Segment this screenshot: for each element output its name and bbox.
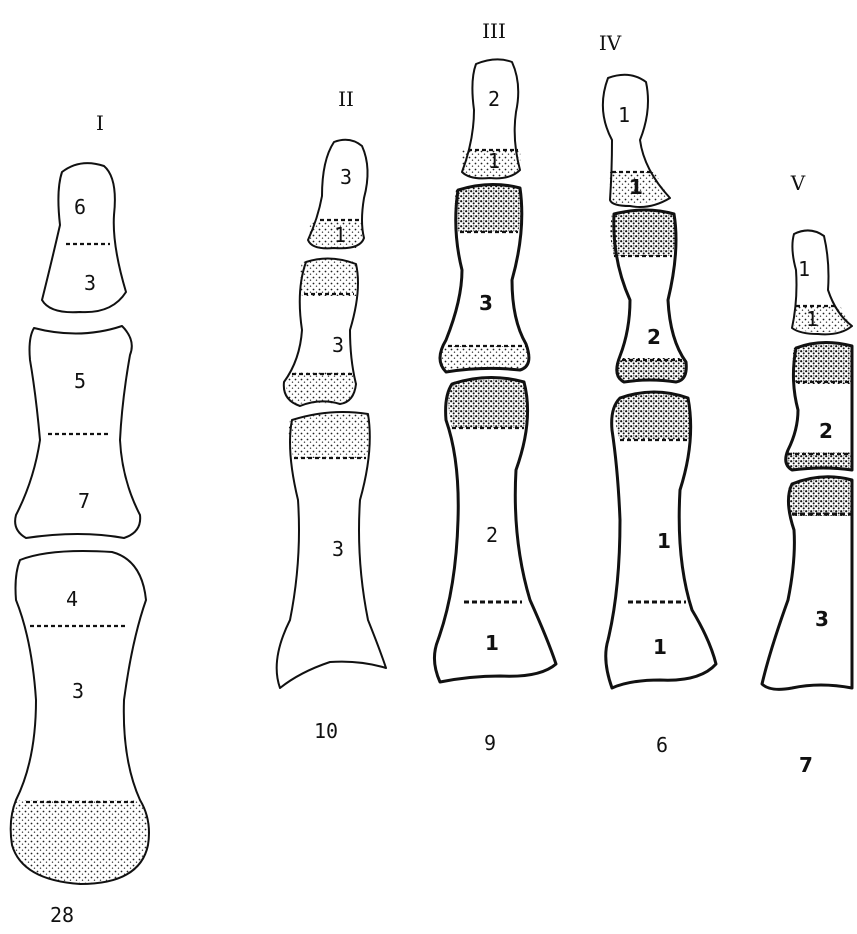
digit-II-middle-label: 3 [332, 333, 344, 357]
digit-III-middle-label: 3 [479, 291, 493, 315]
digit-IV-metacarpal: 1 1 [606, 392, 716, 688]
digit-V-distal-label-lower: 1 [806, 307, 818, 331]
digit-II: II 3 1 3 3 10 [277, 87, 386, 743]
digit-I-total: 28 [50, 903, 74, 927]
digit-IV-total: 6 [656, 733, 668, 757]
digit-V-total: 7 [799, 753, 813, 777]
digit-III-total: 9 [484, 731, 496, 755]
digit-III-metacarpal-label-upper: 2 [486, 523, 498, 547]
digit-V-distal-phalanx: 1 1 [792, 230, 852, 334]
digit-III-title: III [482, 19, 506, 43]
digit-I-proximal-label-upper: 5 [74, 369, 86, 393]
digit-V-middle-phalanx: 2 [785, 342, 852, 470]
digit-V-distal-label-upper: 1 [798, 257, 810, 281]
digit-IV-middle-phalanx: 2 [610, 210, 687, 382]
digit-III-metacarpal-label-lower: 1 [485, 631, 499, 655]
digit-I: I 6 3 5 7 4 3 28 [11, 111, 149, 927]
digit-III-middle-phalanx: 3 [440, 184, 529, 372]
digit-III-distal-label-lower: 1 [488, 149, 500, 173]
digit-I-metacarpal-label-lower: 3 [72, 679, 84, 703]
digit-IV-title: IV [599, 31, 622, 55]
digit-V: V 1 1 2 3 7 [762, 171, 852, 777]
digit-II-metacarpal: 3 [277, 412, 386, 688]
digit-II-distal-phalanx: 3 1 [308, 140, 368, 249]
digit-IV-metacarpal-label-lower: 1 [653, 635, 667, 659]
digit-IV-distal-phalanx: 1 1 [603, 75, 670, 207]
digit-V-title: V [790, 171, 806, 195]
digit-I-metacarpal-label-upper: 4 [66, 587, 78, 611]
digit-IV-middle-label: 2 [647, 325, 661, 349]
digit-III: III 2 1 3 2 1 9 [434, 19, 556, 755]
digit-IV: IV 1 1 2 1 1 6 [599, 31, 716, 757]
digit-IV-distal-label-lower: 1 [629, 175, 643, 199]
digit-IV-metacarpal-label-upper: 1 [657, 529, 671, 553]
digit-V-metacarpal-label: 3 [815, 607, 829, 631]
digit-II-middle-phalanx: 3 [284, 258, 358, 406]
digit-I-proximal-phalanx: 5 7 [15, 326, 140, 538]
digit-I-distal-label-upper: 6 [74, 195, 86, 219]
digit-I-title: I [96, 111, 104, 135]
digit-III-distal-label-upper: 2 [488, 87, 500, 111]
digit-I-proximal-label-lower: 7 [78, 489, 90, 513]
digit-V-middle-label: 2 [819, 419, 833, 443]
digit-I-distal-phalanx: 6 3 [42, 163, 126, 312]
digit-I-distal-label-lower: 3 [84, 271, 96, 295]
digit-I-metacarpal: 4 3 [11, 551, 149, 884]
digit-III-metacarpal: 2 1 [434, 377, 556, 682]
digit-II-title: II [338, 87, 354, 111]
digit-IV-distal-label-upper: 1 [618, 103, 630, 127]
digit-III-distal-phalanx: 2 1 [462, 59, 521, 178]
digit-V-metacarpal: 3 [762, 477, 852, 690]
digit-II-total: 10 [314, 719, 338, 743]
digit-II-metacarpal-label: 3 [332, 537, 344, 561]
digit-II-distal-label-upper: 3 [340, 165, 352, 189]
digit-II-distal-label-lower: 1 [334, 223, 346, 247]
